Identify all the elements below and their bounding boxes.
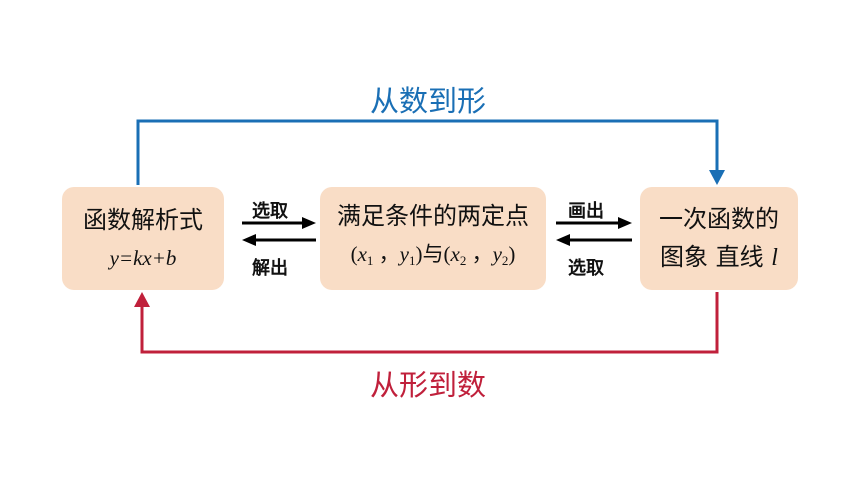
line-variable: l	[771, 245, 778, 271]
right-forward-arrowhead	[618, 217, 632, 229]
function-expression-box: 函数解析式 y=kx+b	[62, 187, 224, 290]
bottom-flow-line	[140, 292, 719, 354]
left-backward-arrowhead	[242, 234, 256, 246]
bottom-flow-arrowhead	[134, 292, 150, 307]
top-flow-arrowhead	[709, 170, 725, 185]
function-formula: y=kx+b	[109, 245, 177, 270]
right-forward-label: 画出	[568, 201, 604, 222]
left-backward-label: 解出	[252, 258, 288, 279]
left-forward-arrowhead	[302, 217, 316, 229]
graph-title-line1: 一次函数的	[659, 205, 779, 233]
right-backward-arrowhead	[556, 234, 570, 246]
right-backward-label: 选取	[568, 258, 604, 279]
left-forward-label: 选取	[252, 201, 288, 222]
top-flow-line	[136, 119, 719, 185]
two-points-coordinates: (x1 ，y1)与(x2 ，y2)	[350, 242, 516, 268]
bottom-flow-label: 从形到数	[370, 368, 487, 402]
top-flow-label: 从数到形	[370, 84, 487, 118]
linear-function-graph-box: 一次函数的 图象 直线 l	[640, 187, 798, 290]
two-points-title: 满足条件的两定点	[337, 202, 529, 230]
graph-title-line2: 图象 直线 l	[660, 243, 778, 271]
function-expression-title: 函数解析式	[83, 205, 203, 234]
two-points-box: 满足条件的两定点 (x1 ，y1)与(x2 ，y2)	[320, 187, 546, 290]
